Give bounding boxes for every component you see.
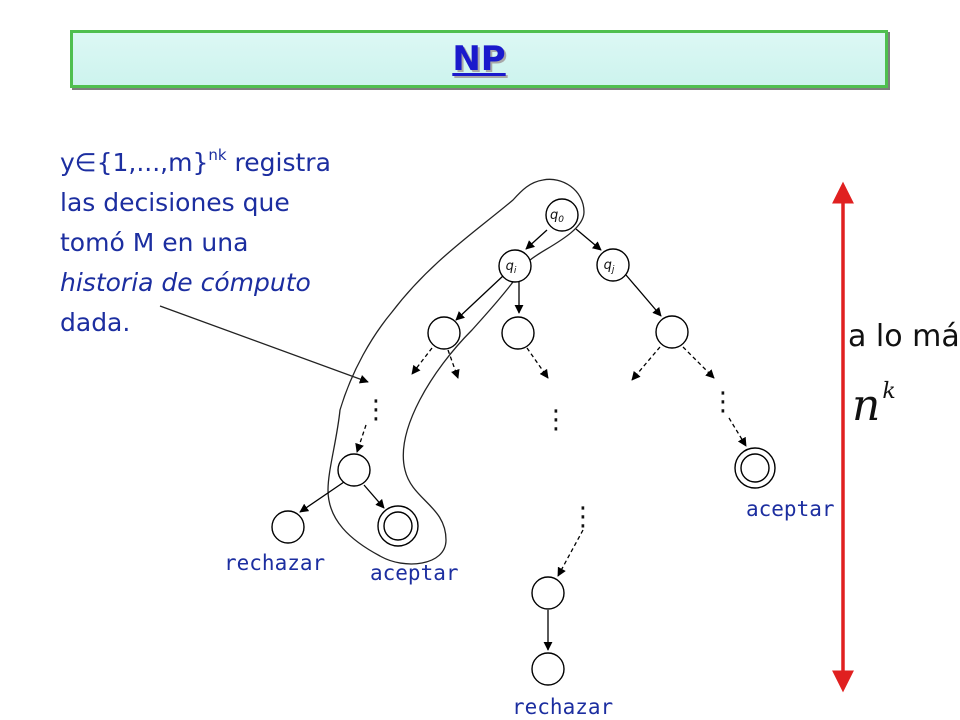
tree-node: [427, 316, 461, 350]
description-line-4: historia de cómputo: [60, 268, 311, 297]
reject-node-bottom: [531, 652, 565, 686]
description-exponent: nk: [208, 146, 227, 164]
description-line-3: tomó M en una: [60, 228, 249, 257]
edge-qi-left: [455, 274, 505, 321]
reject-label-left: rechazar: [224, 551, 325, 575]
tree-node: [337, 453, 371, 487]
state-node-qi: [498, 249, 532, 283]
dashed-edge: [411, 347, 433, 375]
title-banner: NP: [70, 30, 888, 88]
height-label-text: a lo má: [848, 319, 960, 354]
edge-q0-qi: [525, 229, 548, 250]
description-after-set: registra: [226, 148, 331, 177]
accept-label-left: aceptar: [370, 561, 459, 585]
accept-node-right-inner: [740, 453, 770, 483]
element-of-symbol: ∈: [74, 148, 97, 177]
ellipsis-dots: ⋮: [710, 387, 736, 417]
pointer-line: [159, 305, 369, 384]
dashed-edge: [631, 346, 661, 381]
dashed-edge: [682, 346, 715, 379]
accept-label-right: aceptar: [746, 497, 835, 521]
state-node-qj: [596, 248, 630, 282]
ellipsis-dots: ⋮: [570, 502, 596, 532]
edge-path-reject: [299, 481, 345, 513]
height-label-exponent: k: [882, 379, 895, 404]
edge-q0-qj: [575, 228, 602, 251]
reject-label-bottom: rechazar: [512, 695, 613, 719]
tree-node: [531, 576, 565, 610]
dashed-edge: [728, 417, 747, 447]
height-label-n: nk: [852, 379, 896, 431]
reject-node-left: [271, 510, 305, 544]
tree-node: [501, 316, 535, 350]
description-var: y: [60, 148, 75, 177]
accept-node-left-inner: [383, 511, 413, 541]
state-label-qi: qi: [506, 259, 517, 276]
page-title: NP: [452, 39, 506, 79]
description-line-5: dada.: [60, 308, 131, 337]
state-label-qj: qj: [604, 258, 615, 275]
description-line-1: y∈{1,...,m}nk registra: [60, 143, 370, 183]
ellipsis-dots: ⋮: [363, 395, 389, 425]
dashed-edge: [355, 424, 367, 453]
description-line-2: las decisiones que: [60, 188, 290, 217]
height-label-base: n: [852, 380, 880, 431]
dashed-edge: [447, 349, 460, 379]
edge-path-accept: [363, 484, 385, 509]
ellipsis-dots: ⋮: [543, 405, 569, 435]
dashed-edge: [526, 347, 549, 379]
description-set: {1,...,m}: [96, 148, 209, 177]
edge-qj-right: [625, 274, 662, 317]
tree-node: [655, 315, 689, 349]
state-node-q0: [545, 198, 579, 232]
dashed-edge: [557, 529, 584, 577]
state-label-q0: q0: [550, 208, 564, 225]
description-text: y∈{1,...,m}nk registra las decisiones qu…: [60, 143, 370, 343]
